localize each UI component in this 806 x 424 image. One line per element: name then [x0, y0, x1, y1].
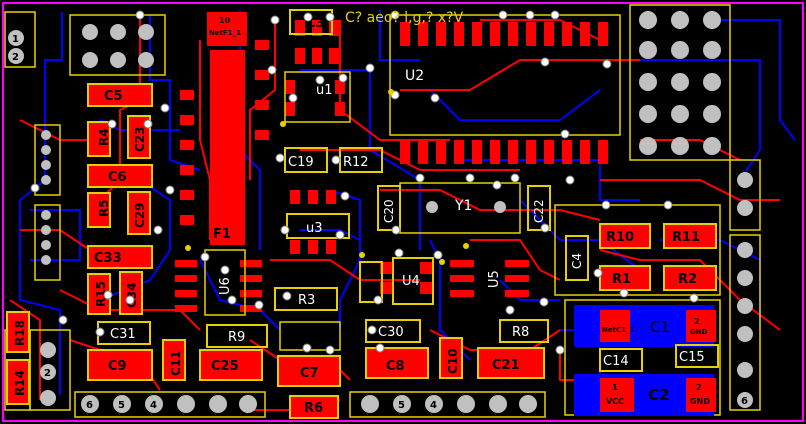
svg-text:6: 6: [86, 400, 93, 411]
svg-text:2: 2: [12, 52, 19, 63]
label-c20: C20: [382, 199, 396, 223]
label-c4: C4: [570, 253, 584, 269]
svg-text:6: 6: [741, 396, 748, 407]
label-c1: C1: [650, 318, 670, 336]
label-r11: R11: [672, 230, 700, 245]
label-u3: u3: [306, 221, 323, 236]
label-c23: C23: [133, 126, 147, 152]
label-r5: R5: [97, 199, 111, 217]
svg-text:VCC: VCC: [606, 397, 624, 406]
component-labels: C3 C5 R4 C23 C6 R5 C29 C33 R15 C34 C31 C…: [6, 9, 719, 419]
label-c5: C5: [104, 89, 123, 104]
label-c22: C22: [532, 199, 546, 223]
label-r8: R8: [512, 325, 529, 340]
label-u4: U4: [402, 274, 420, 289]
label-c19: C19: [288, 155, 314, 170]
label-c8: C8: [386, 359, 405, 374]
pin1-markers: [185, 89, 469, 265]
svg-text:5: 5: [118, 400, 125, 411]
label-c31: C31: [110, 327, 136, 342]
label-r18: R18: [13, 320, 27, 346]
label-u2: U2: [405, 68, 424, 84]
label-c33: C33: [94, 251, 122, 266]
label-y1: Y1: [454, 198, 472, 214]
label-r15: R15: [94, 281, 108, 307]
svg-text:1: 1: [612, 383, 618, 392]
svg-text:NetC1_1: NetC1_1: [602, 326, 634, 334]
label-u1: u1: [316, 83, 333, 98]
label-r12: R12: [343, 155, 369, 170]
svg-text:F1: F1: [213, 227, 231, 242]
svg-text:NetF1_1: NetF1_1: [209, 29, 241, 37]
svg-text:1: 1: [12, 34, 19, 45]
svg-text:4: 4: [430, 400, 437, 411]
svg-text:2: 2: [44, 368, 51, 379]
svg-text:10: 10: [219, 16, 231, 25]
label-c7: C7: [300, 366, 319, 381]
label-u6: U6: [218, 277, 233, 295]
label-c25: C25: [211, 359, 239, 374]
label-r14: R14: [13, 370, 27, 396]
label-r3: R3: [298, 293, 315, 308]
label-r1: R1: [612, 272, 631, 287]
label-c11: C11: [169, 350, 183, 376]
svg-text:5: 5: [398, 400, 405, 411]
svg-text:GND: GND: [690, 328, 708, 336]
label-c34: C34: [125, 282, 139, 308]
label-r9: R9: [228, 330, 245, 345]
through-hole-pads: 1 2 2 6 5 4 5 4 6: [8, 11, 753, 413]
label-r4: R4: [97, 128, 111, 146]
label-c21: C21: [492, 358, 520, 373]
label-c30: C30: [378, 325, 404, 340]
label-c29: C29: [133, 202, 147, 228]
vias: [30, 10, 699, 355]
label-c6: C6: [108, 170, 127, 185]
label-r10: R10: [606, 230, 634, 245]
label-c15: C15: [679, 350, 705, 365]
svg-text:2: 2: [696, 383, 702, 392]
label-r6: R6: [304, 401, 323, 416]
label-r2: R2: [678, 272, 697, 287]
silk-top-marking: C? aeo? l,g,? x?V: [345, 10, 464, 26]
svg-text:2: 2: [694, 317, 700, 326]
fuse-f1: 10 NetF1_1 F1: [207, 12, 247, 245]
label-c2: C2: [648, 386, 669, 404]
svg-text:4: 4: [150, 400, 157, 411]
label-c14: C14: [603, 354, 629, 369]
label-c10: C10: [446, 348, 460, 374]
label-c9: C9: [108, 359, 127, 374]
svg-text:GND: GND: [690, 397, 710, 406]
label-u5: U5: [487, 270, 502, 288]
